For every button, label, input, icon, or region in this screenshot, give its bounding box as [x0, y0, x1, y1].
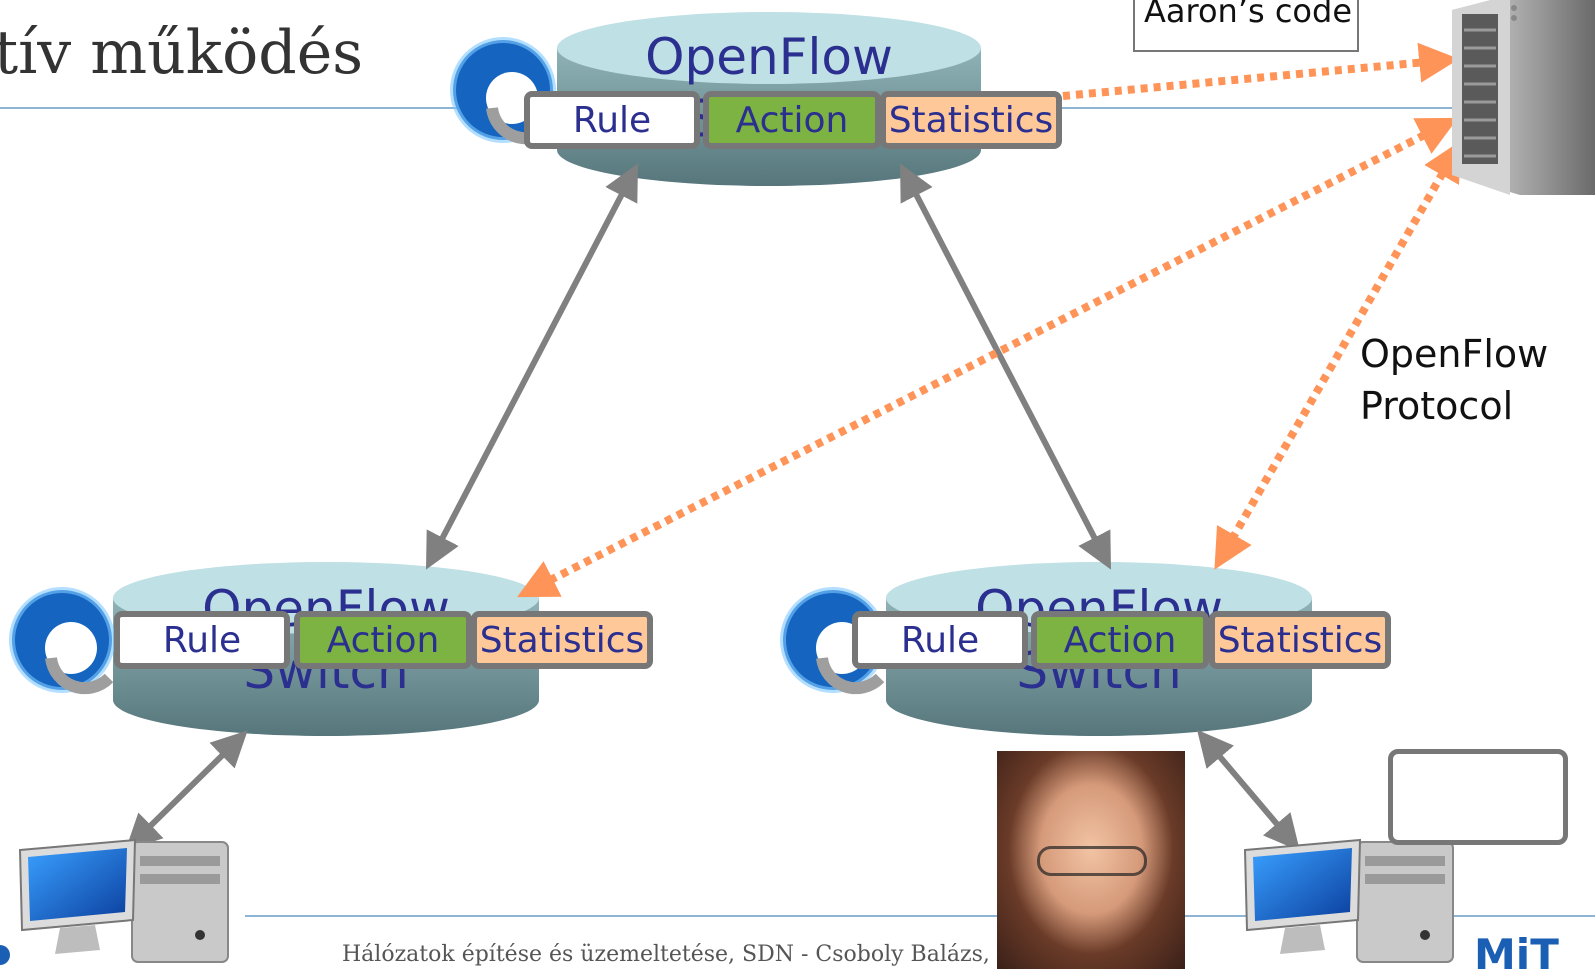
desktop-computer-icon [1243, 838, 1454, 963]
statistics-field: Statistics [471, 611, 653, 669]
action-field: Action [703, 91, 881, 149]
person-photo [997, 751, 1185, 969]
statistics-field: Statistics [1209, 611, 1391, 669]
protocol-link-left [517, 117, 1458, 598]
glasses-icon [1037, 846, 1147, 876]
rule-field: Rule [852, 611, 1028, 669]
rule-field: Rule [114, 611, 290, 669]
protocol-link-top [1062, 42, 1460, 100]
rule-field: Rule [524, 91, 700, 149]
code-label: Aaron’s code [1144, 0, 1352, 30]
statistics-field: Statistics [880, 91, 1062, 149]
link-right-host [1197, 729, 1300, 852]
slide-title: tív működés [0, 18, 363, 88]
protocol-link-right [1214, 140, 1462, 570]
mit-logo: MiT [1474, 930, 1559, 979]
footer-text: Hálózatok építése és üzemeltetése, SDN -… [342, 942, 997, 967]
desktop-computer-icon [18, 838, 229, 963]
footer-divider [245, 915, 1595, 917]
empty-box [1388, 749, 1568, 845]
link-top-right [900, 163, 1111, 570]
server-icon [1452, 0, 1595, 195]
action-field: Action [1031, 611, 1209, 669]
protocol-label: OpenFlow Protocol [1360, 332, 1549, 428]
openflow-logo-icon [9, 587, 115, 695]
code-box [1133, 0, 1359, 52]
corner-logo-icon [0, 945, 10, 965]
action-field: Action [294, 611, 472, 669]
link-left-host [125, 730, 248, 851]
link-top-left [426, 163, 638, 570]
